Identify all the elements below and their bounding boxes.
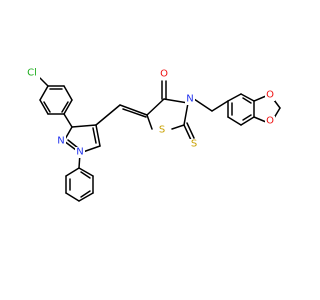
thiazolidine-nitrogen-label: N [186, 94, 193, 105]
dioxole-oxygen-2-label: O [266, 116, 274, 127]
bond-tz-4 [171, 124, 185, 130]
bond-pz-4 [95, 124, 101, 147]
bond-vinyl-double [122, 108, 147, 118]
bond-vinyl-ring [119, 104, 148, 116]
bond-pz-vinyl [95, 104, 121, 126]
bond-ring-b6 [78, 167, 94, 177]
ring-sulfur-label: S [159, 125, 165, 136]
dioxole-oxygen-1-label: O [266, 90, 274, 101]
bond-ring-b4 [78, 192, 94, 202]
bond-ring-c2 [240, 93, 255, 102]
atom-pyrazole-n1: N [75, 147, 85, 158]
bond-tz-2 [163, 98, 189, 104]
atom-layer: Cl N N O N S S O [24, 67, 275, 158]
bond-thione-1 [183, 124, 192, 141]
bond-ring-a1 [39, 85, 49, 101]
bond-tz-1 [146, 98, 165, 116]
bond-dioxole-4 [253, 116, 267, 123]
atom-thiazolidine-nitrogen: N [185, 94, 195, 105]
bond-tz-5 [146, 114, 153, 130]
bond-ring-c1 [227, 93, 242, 102]
atom-thione-sulfur: S [189, 139, 199, 150]
bond-ring-b-double3 [80, 171, 91, 179]
bond-ring-c-double2 [242, 114, 252, 121]
bond-ring-a-double1 [43, 101, 51, 113]
bond-aryl-pyrazole [63, 113, 73, 128]
chemical-structure-diagram: Cl N N O N S S O [24, 67, 281, 202]
chlorine-label: Cl [27, 68, 37, 79]
bond-dioxole-2 [273, 99, 281, 109]
bond-pz-double1 [67, 139, 79, 149]
bond-ring-c5 [227, 116, 242, 126]
bond-cl-c [39, 77, 49, 87]
atom-carbonyl-oxygen: O [159, 69, 169, 80]
thione-sulfur-label: S [191, 139, 197, 150]
bond-layer [39, 77, 281, 202]
bond-pz-5 [71, 124, 97, 128]
atom-dioxole-oxygen-2: O [265, 116, 275, 127]
bond-ch2-ar [211, 100, 229, 112]
bond-dioxole-1 [253, 95, 267, 102]
bond-ring-c-double1 [242, 97, 252, 104]
bond-ring-a5 [63, 85, 73, 101]
atom-ring-sulfur: S [157, 125, 167, 136]
pyrazole-n1-label: N [76, 147, 83, 158]
bond-ring-a2 [39, 99, 49, 115]
bond-ring-c4 [240, 116, 255, 126]
bond-thione-2 [186, 122, 195, 139]
bond-tz-3 [183, 102, 189, 126]
carbonyl-oxygen-label: O [160, 69, 168, 80]
atom-chlorine: Cl [24, 67, 40, 79]
pyrazole-n2-label: N [57, 136, 64, 147]
bond-ring-a4 [63, 99, 73, 115]
bond-ring-b1 [65, 167, 80, 177]
atom-pyrazole-n2: N [56, 136, 66, 147]
bond-n-ch2 [193, 98, 213, 112]
bond-pz-double2 [92, 127, 97, 144]
bond-ring-b-double2 [80, 190, 91, 198]
atom-dioxole-oxygen-1: O [265, 90, 275, 101]
bond-ring-b3 [65, 192, 80, 202]
bond-ring-a-double3 [61, 101, 69, 113]
